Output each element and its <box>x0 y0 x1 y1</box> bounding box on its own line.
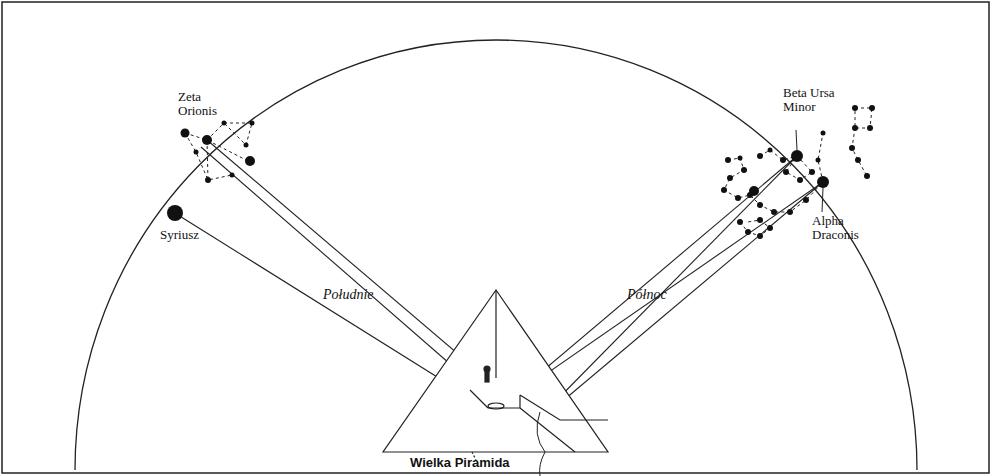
orion-constellation <box>167 121 255 222</box>
direction-label: Południe <box>323 288 413 302</box>
northern-constellations <box>721 105 875 239</box>
star-label: Zeta Orionis <box>178 90 230 118</box>
star-label: Alpha Draconis <box>812 214 874 242</box>
star-label: Beta Ursa Minor <box>783 86 843 114</box>
leader-lines <box>796 130 823 212</box>
sky-arc <box>75 40 917 470</box>
pyramid <box>383 290 608 476</box>
monument-label: Wielka Piramida <box>410 456 560 470</box>
star-label: Syriusz <box>160 228 230 242</box>
direction-label: Północ <box>627 288 717 302</box>
